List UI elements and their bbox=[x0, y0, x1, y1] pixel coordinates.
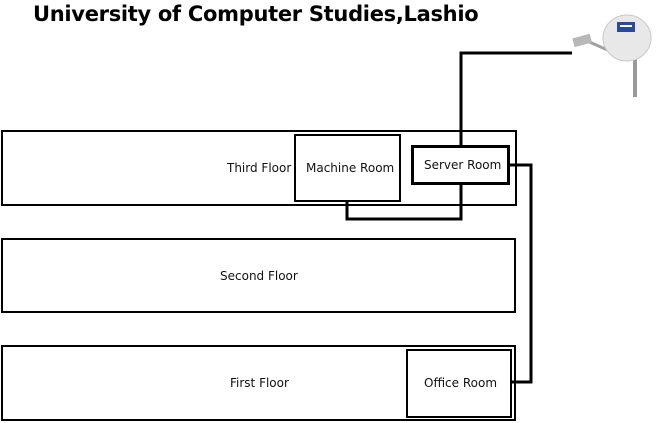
wire-dish-to-server bbox=[459, 51, 572, 146]
second-floor bbox=[1, 238, 516, 313]
machine-room bbox=[294, 134, 401, 202]
third-floor-label: Third Floor bbox=[227, 161, 292, 175]
server-room-label: Server Room bbox=[424, 158, 502, 172]
satellite-dish-icon bbox=[572, 14, 652, 97]
wire-server-to-office bbox=[510, 163, 533, 384]
office-room bbox=[406, 349, 512, 418]
office-room-label: Office Room bbox=[424, 376, 498, 390]
wire-server-to-machine bbox=[345, 185, 463, 221]
server-room bbox=[411, 145, 510, 185]
machine-room-label: Machine Room bbox=[306, 161, 395, 175]
diagram-title: University of Computer Studies,Lashio bbox=[33, 2, 479, 26]
first-floor-label: First Floor bbox=[230, 376, 289, 390]
second-floor-label: Second Floor bbox=[220, 269, 298, 283]
